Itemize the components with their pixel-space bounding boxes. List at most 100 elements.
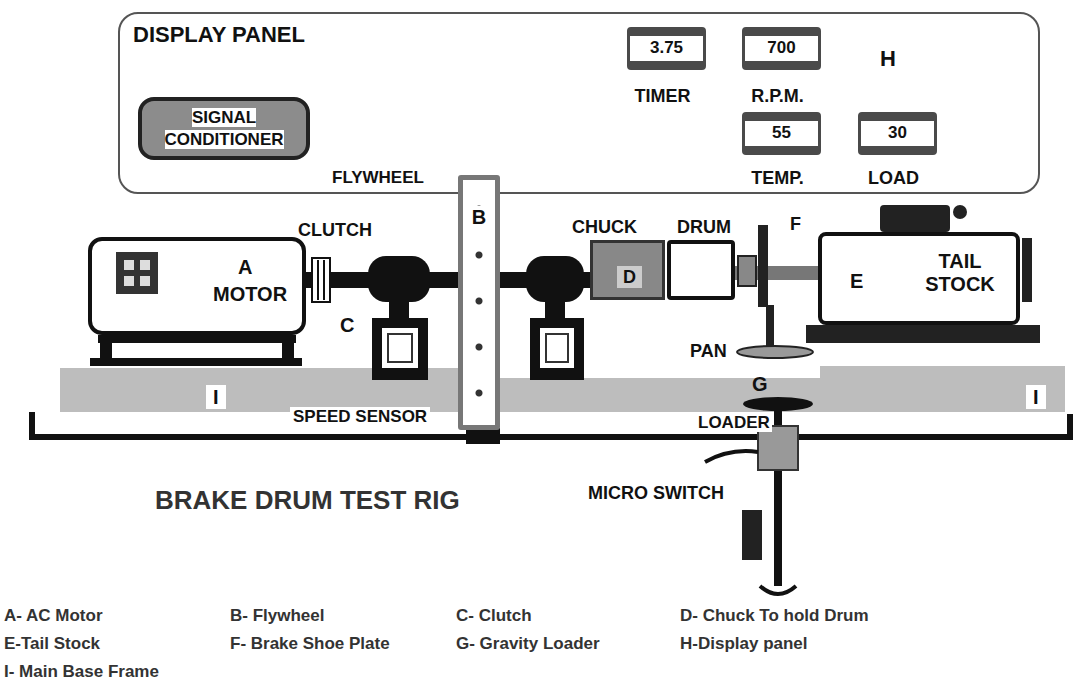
text-wrap: 700 [745, 38, 818, 58]
part-letter: I [206, 385, 226, 409]
label-wrap: C- Clutch [456, 606, 532, 626]
display-readout: 55TEMP. [742, 112, 821, 155]
tailstock-wheel [1022, 238, 1032, 302]
label-wrap: PAN [690, 341, 727, 362]
display-readout: 3.75TIMER [627, 27, 706, 70]
display-readout: 30LOAD [858, 112, 937, 155]
part-letter: C [340, 314, 354, 336]
text-wrap: FLYWHEEL [332, 168, 424, 188]
tail-stock: E TAIL STOCK [818, 232, 1020, 325]
tailstock-knob [953, 205, 967, 219]
part-letter: F [790, 214, 801, 234]
micro-switch [758, 426, 798, 470]
key-line: I- Main Base Frame [4, 662, 159, 681]
text-wrap: D [617, 267, 642, 288]
tailstock-base [806, 325, 1040, 343]
node-text: TAIL STOCK [925, 250, 995, 295]
motor-base [98, 335, 296, 343]
shoe-hub [738, 256, 756, 286]
key-line: H-Display panel [680, 634, 808, 653]
bearing-neck [389, 300, 409, 320]
node-heading: 55 [772, 123, 791, 142]
part-letter: G [752, 373, 768, 395]
label-wrap: H [880, 46, 896, 71]
key-line: F- Brake Shoe Plate [230, 634, 390, 653]
motor-icon-cell [124, 276, 134, 286]
bearing-pedestal [372, 318, 428, 380]
label-wrap: CLUTCH [298, 220, 372, 241]
label-wrap: G- Gravity Loader [456, 634, 600, 654]
text-wrap: R.P.M. [717, 86, 838, 107]
label-wrap: F- Brake Shoe Plate [230, 634, 390, 654]
text-wrap: 3.75 [630, 38, 703, 58]
text-wrap: CHUCK [572, 217, 637, 238]
pan [737, 346, 813, 358]
flywheel: FLYWHEELB [458, 175, 500, 430]
bearing [526, 256, 584, 302]
text-wrap: TAIL STOCK [918, 250, 1002, 296]
node-text: R.P.M. [751, 86, 804, 106]
label-wrap: C [340, 314, 354, 337]
label-wrap: G [752, 373, 768, 396]
key-line: E-Tail Stock [4, 634, 100, 653]
node-heading: 700 [767, 38, 795, 57]
label-wrap: I- Main Base Frame [4, 662, 159, 682]
key-line: D- Chuck To hold Drum [680, 606, 869, 625]
text-wrap: A [238, 256, 252, 279]
switch-lever [705, 451, 758, 462]
label-wrap: E-Tail Stock [4, 634, 100, 654]
node-heading: 30 [888, 123, 907, 142]
label-wrap: B- Flywheel [230, 606, 324, 626]
bearing [368, 256, 430, 302]
brake-drum: DRUM [667, 240, 735, 300]
motor-foot [90, 358, 302, 366]
text-wrap: 30 [861, 123, 934, 143]
brake-shoe-plate [758, 225, 768, 307]
speed-sensor [466, 428, 500, 444]
motor-icon-cell [140, 260, 150, 270]
text-wrap: B [463, 206, 495, 229]
pedestal-window [546, 334, 568, 362]
node-heading: DRUM [677, 217, 731, 237]
text-wrap: TIMER [602, 86, 723, 107]
signal-conditioner: SIGNAL CONDITIONER [138, 97, 310, 160]
text-wrap: SIGNAL CONDITIONER [142, 107, 306, 151]
part-name: LOADER [696, 413, 772, 432]
node-heading: E [850, 270, 863, 292]
rod-end [760, 586, 796, 594]
tailstock-handle [880, 205, 950, 232]
node-heading: A [238, 256, 252, 278]
text-wrap: DRUM [677, 217, 731, 238]
pedestal-window [388, 334, 412, 362]
text-wrap: E [850, 270, 863, 293]
pan-stem [766, 305, 774, 347]
node-text: TEMP. [751, 168, 804, 188]
motor-body: A MOTOR [88, 237, 306, 335]
label-wrap: A- AC Motor [4, 606, 103, 626]
clutch-line [317, 260, 319, 300]
node-heading: SIGNAL CONDITIONER [165, 108, 284, 149]
node-heading: 3.75 [650, 38, 683, 57]
label-wrap: MICRO SWITCH [588, 483, 724, 504]
loader-plate [743, 397, 813, 411]
clutch-symbol [312, 258, 330, 302]
part-letter: H [880, 46, 896, 71]
pedestal-window [540, 328, 574, 368]
label-wrap: I [206, 386, 226, 409]
part-letter: I [1026, 385, 1046, 409]
text-wrap: MOTOR [213, 283, 287, 306]
motor-leg [100, 343, 112, 360]
text-wrap: LOAD [833, 168, 954, 189]
display-readout: 700R.P.M. [742, 27, 821, 70]
bearing-pedestal [530, 318, 584, 380]
part-name: CLUTCH [298, 220, 372, 240]
pedestal-window [382, 328, 418, 368]
motor-icon-cell [140, 276, 150, 286]
key-line: C- Clutch [456, 606, 532, 625]
key-line: B- Flywheel [230, 606, 324, 625]
clutch-line [323, 260, 325, 300]
part-name: PAN [690, 341, 727, 361]
node-heading: DISPLAY PANEL [133, 22, 305, 47]
part-name: SPEED SENSOR [290, 407, 430, 426]
